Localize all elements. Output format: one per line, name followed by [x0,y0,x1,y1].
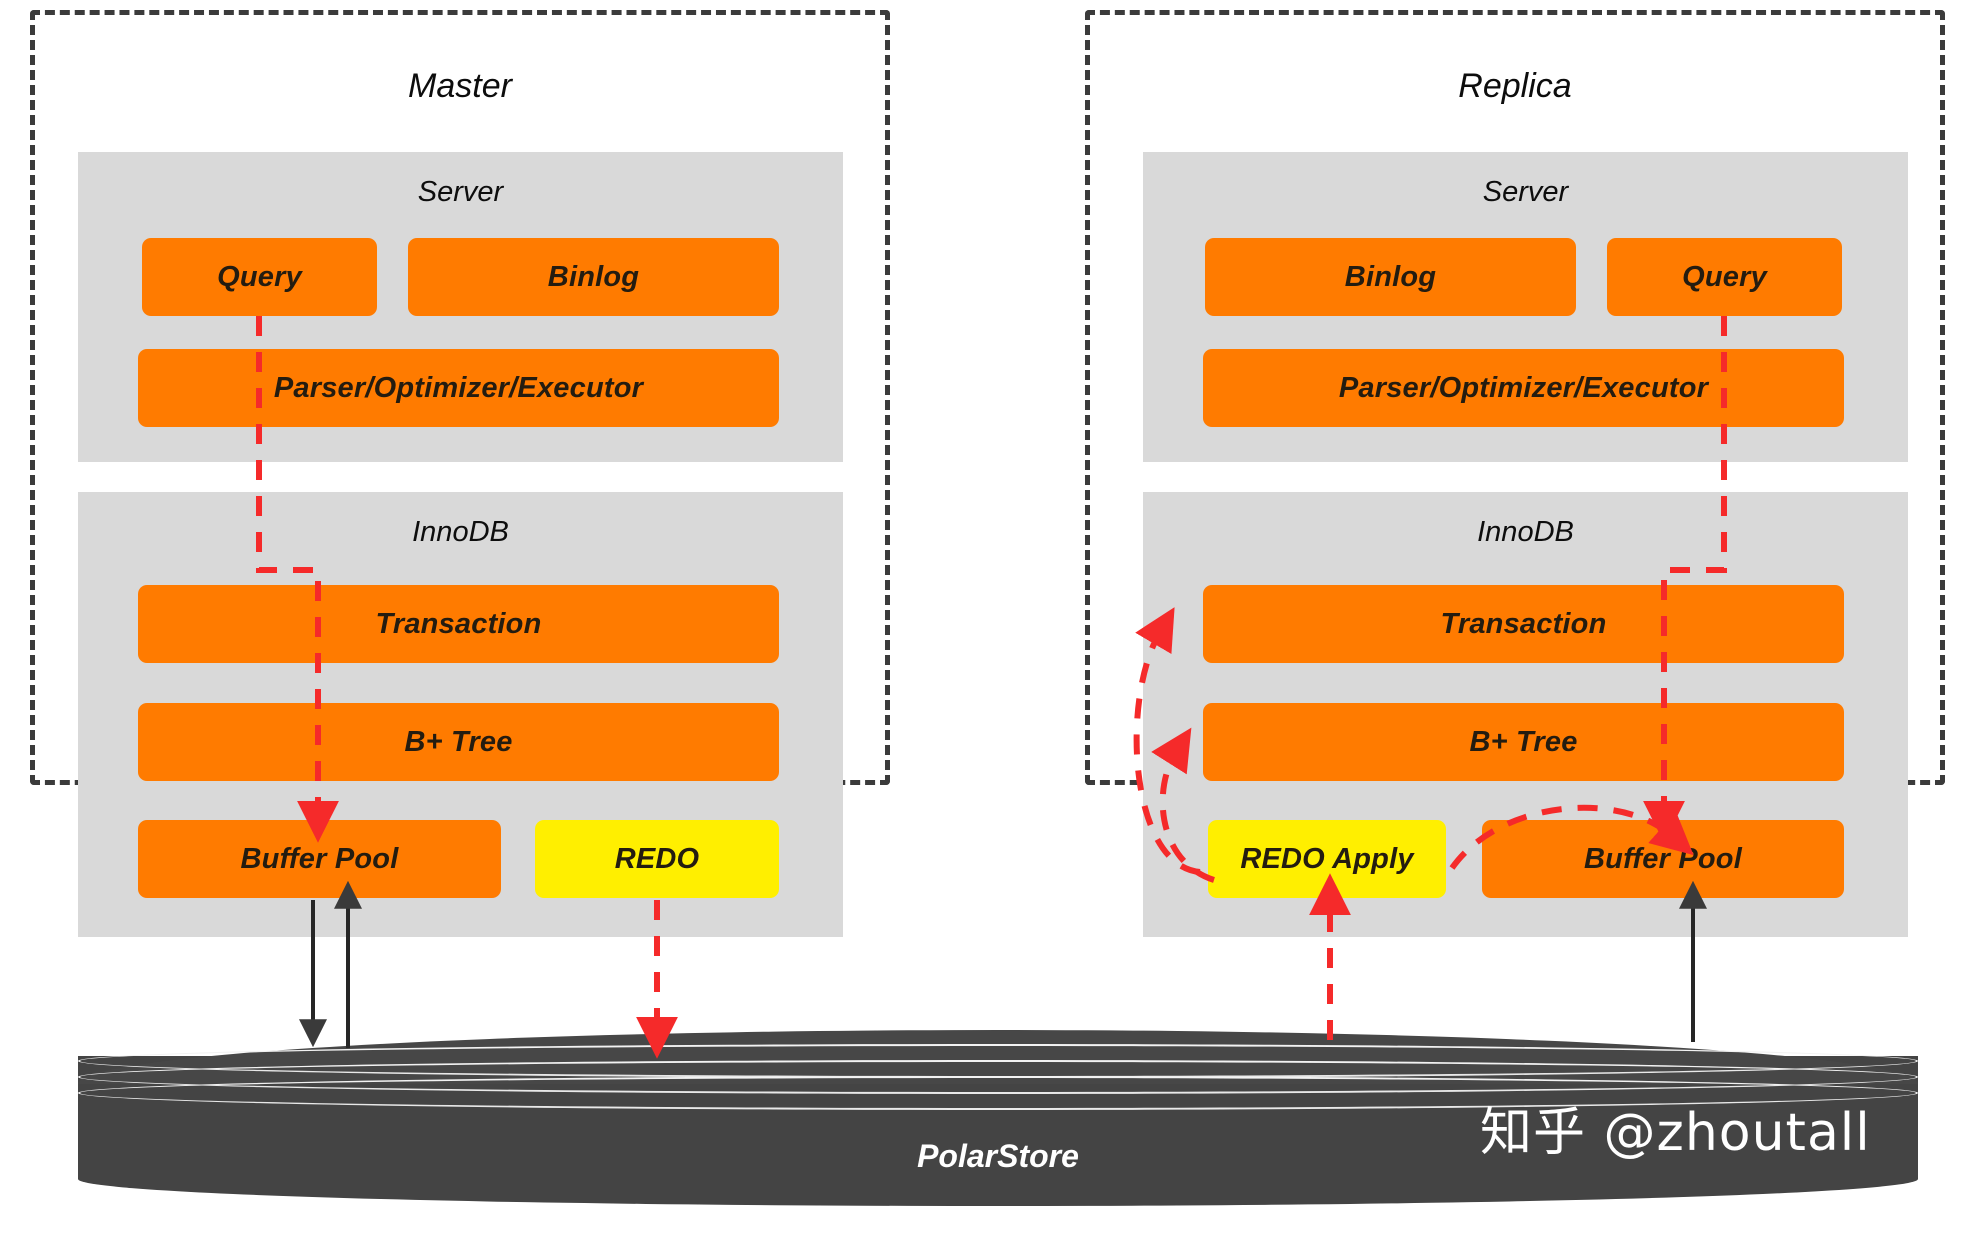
master-server-layer-title: Server [417,176,504,208]
replica-parser-box[interactable]: Parser/Optimizer/Executor [1203,349,1844,427]
replica-query-label: Query [1682,260,1767,293]
replica-query-box[interactable]: Query [1607,238,1842,316]
master-node-title: Master [408,67,512,105]
replica-buffer-pool-box[interactable]: Buffer Pool [1482,820,1844,898]
master-binlog-label: Binlog [547,260,640,293]
replica-node-title: Replica [1458,67,1572,105]
replica-redo-apply-box[interactable]: REDO Apply [1208,820,1446,898]
replica-binlog-label: Binlog [1344,260,1437,293]
master-transaction-label: Transaction [375,607,542,640]
replica-btree-label: B+ Tree [1469,725,1578,758]
master-redo-label: REDO [614,842,700,875]
master-innodb-layer-title: InnoDB [412,516,509,548]
replica-transaction-label: Transaction [1440,607,1607,640]
replica-innodb-layer-title: InnoDB [1477,516,1574,548]
replica-server-layer-title: Server [1482,176,1569,208]
master-btree-label: B+ Tree [404,725,513,758]
polarstore-label: PolarStore [917,1138,1079,1174]
watermark-text: 知乎 @zhoutall [1480,1103,1871,1163]
master-parser-box[interactable]: Parser/Optimizer/Executor [138,349,779,427]
replica-redo-apply-label: REDO Apply [1240,842,1414,875]
master-transaction-box[interactable]: Transaction [138,585,779,663]
master-buffer-pool-label: Buffer Pool [240,842,399,875]
replica-buffer-pool-label: Buffer Pool [1584,842,1742,875]
master-buffer-pool-box[interactable]: Buffer Pool [138,820,501,898]
replica-btree-box[interactable]: B+ Tree [1203,703,1844,781]
master-parser-label: Parser/Optimizer/Executor [273,371,644,404]
master-redo-box[interactable]: REDO [535,820,779,898]
replica-parser-label: Parser/Optimizer/Executor [1338,371,1709,404]
replica-binlog-box[interactable]: Binlog [1205,238,1576,316]
master-binlog-box[interactable]: Binlog [408,238,779,316]
polarstore-cylinder: PolarStore [78,1030,1918,1225]
master-query-box[interactable]: Query [142,238,377,316]
cylinder-ring-3 [78,1076,1918,1110]
master-query-label: Query [217,260,302,293]
master-btree-box[interactable]: B+ Tree [138,703,779,781]
replica-transaction-box[interactable]: Transaction [1203,585,1844,663]
